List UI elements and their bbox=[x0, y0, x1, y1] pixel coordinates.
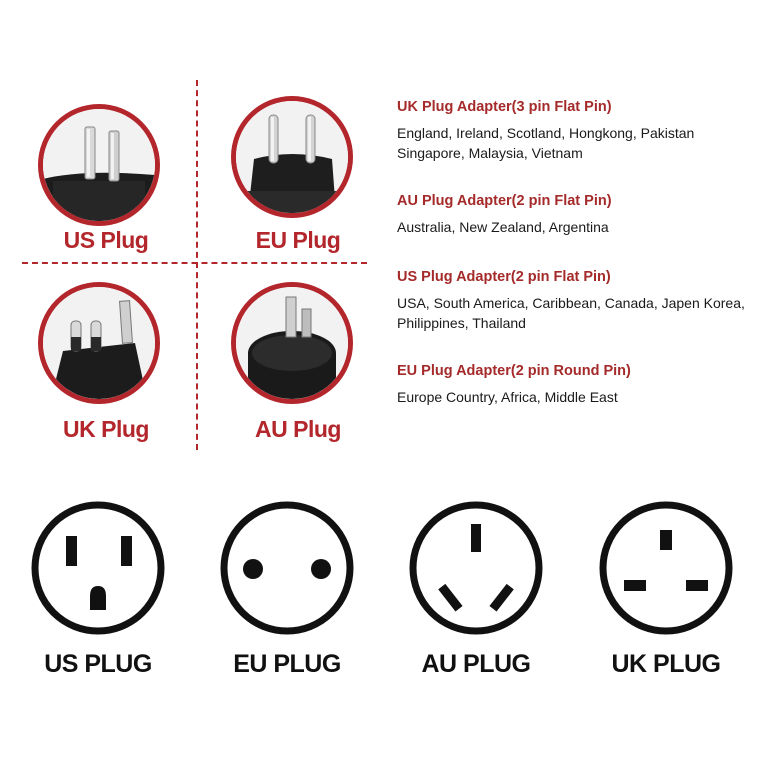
uk-adapter-title: UK Plug Adapter(3 pin Flat Pin) bbox=[397, 99, 612, 115]
au-adapter-info: AU Plug Adapter(2 pin Flat Pin) Australi… bbox=[397, 193, 762, 237]
eu-plug-photo bbox=[231, 96, 353, 218]
au-plug-icon bbox=[236, 287, 348, 399]
us-adapter-info: US Plug Adapter(2 pin Flat Pin) USA, Sou… bbox=[397, 269, 762, 333]
us-plug-photo bbox=[38, 104, 160, 226]
horizontal-divider bbox=[22, 262, 367, 264]
us-adapter-countries: USA, South America, Caribbean, Canada, J… bbox=[397, 295, 745, 331]
eu-adapter-title: EU Plug Adapter(2 pin Round Pin) bbox=[397, 363, 631, 379]
eu-plug-icon bbox=[236, 101, 348, 213]
uk-adapter-countries: England, Ireland, Scotland, Hongkong, Pa… bbox=[397, 125, 695, 161]
us-adapter-title: US Plug Adapter(2 pin Flat Pin) bbox=[397, 269, 611, 285]
uk-plug-icon bbox=[43, 287, 155, 399]
uk-adapter-info: UK Plug Adapter(3 pin Flat Pin) England,… bbox=[397, 99, 762, 163]
au-socket-label: AU PLUG bbox=[421, 650, 532, 678]
au-socket bbox=[406, 498, 546, 638]
uk-socket-label: UK PLUG bbox=[611, 650, 722, 678]
au-adapter-title: AU Plug Adapter(2 pin Flat Pin) bbox=[397, 193, 612, 209]
eu-adapter-countries: Europe Country, Africa, Middle East bbox=[397, 389, 618, 405]
au-socket-icon bbox=[409, 501, 543, 635]
eu-plug-label: EU Plug bbox=[255, 227, 341, 253]
uk-socket-icon bbox=[599, 501, 733, 635]
us-socket bbox=[28, 498, 168, 638]
au-adapter-countries: Australia, New Zealand, Argentina bbox=[397, 219, 609, 235]
us-plug-icon bbox=[43, 109, 155, 221]
uk-plug-photo bbox=[38, 282, 160, 404]
eu-socket bbox=[217, 498, 357, 638]
uk-plug-label: UK Plug bbox=[63, 416, 149, 442]
uk-socket bbox=[596, 498, 736, 638]
au-plug-photo bbox=[231, 282, 353, 404]
eu-socket-label: EU PLUG bbox=[233, 650, 341, 678]
eu-adapter-info: EU Plug Adapter(2 pin Round Pin) Europe … bbox=[397, 363, 762, 407]
vertical-divider bbox=[196, 80, 198, 450]
us-socket-icon bbox=[31, 501, 165, 635]
eu-socket-icon bbox=[220, 501, 354, 635]
au-plug-label: AU Plug bbox=[255, 416, 341, 442]
us-socket-label: US PLUG bbox=[44, 650, 152, 678]
us-plug-label: US Plug bbox=[63, 227, 149, 253]
